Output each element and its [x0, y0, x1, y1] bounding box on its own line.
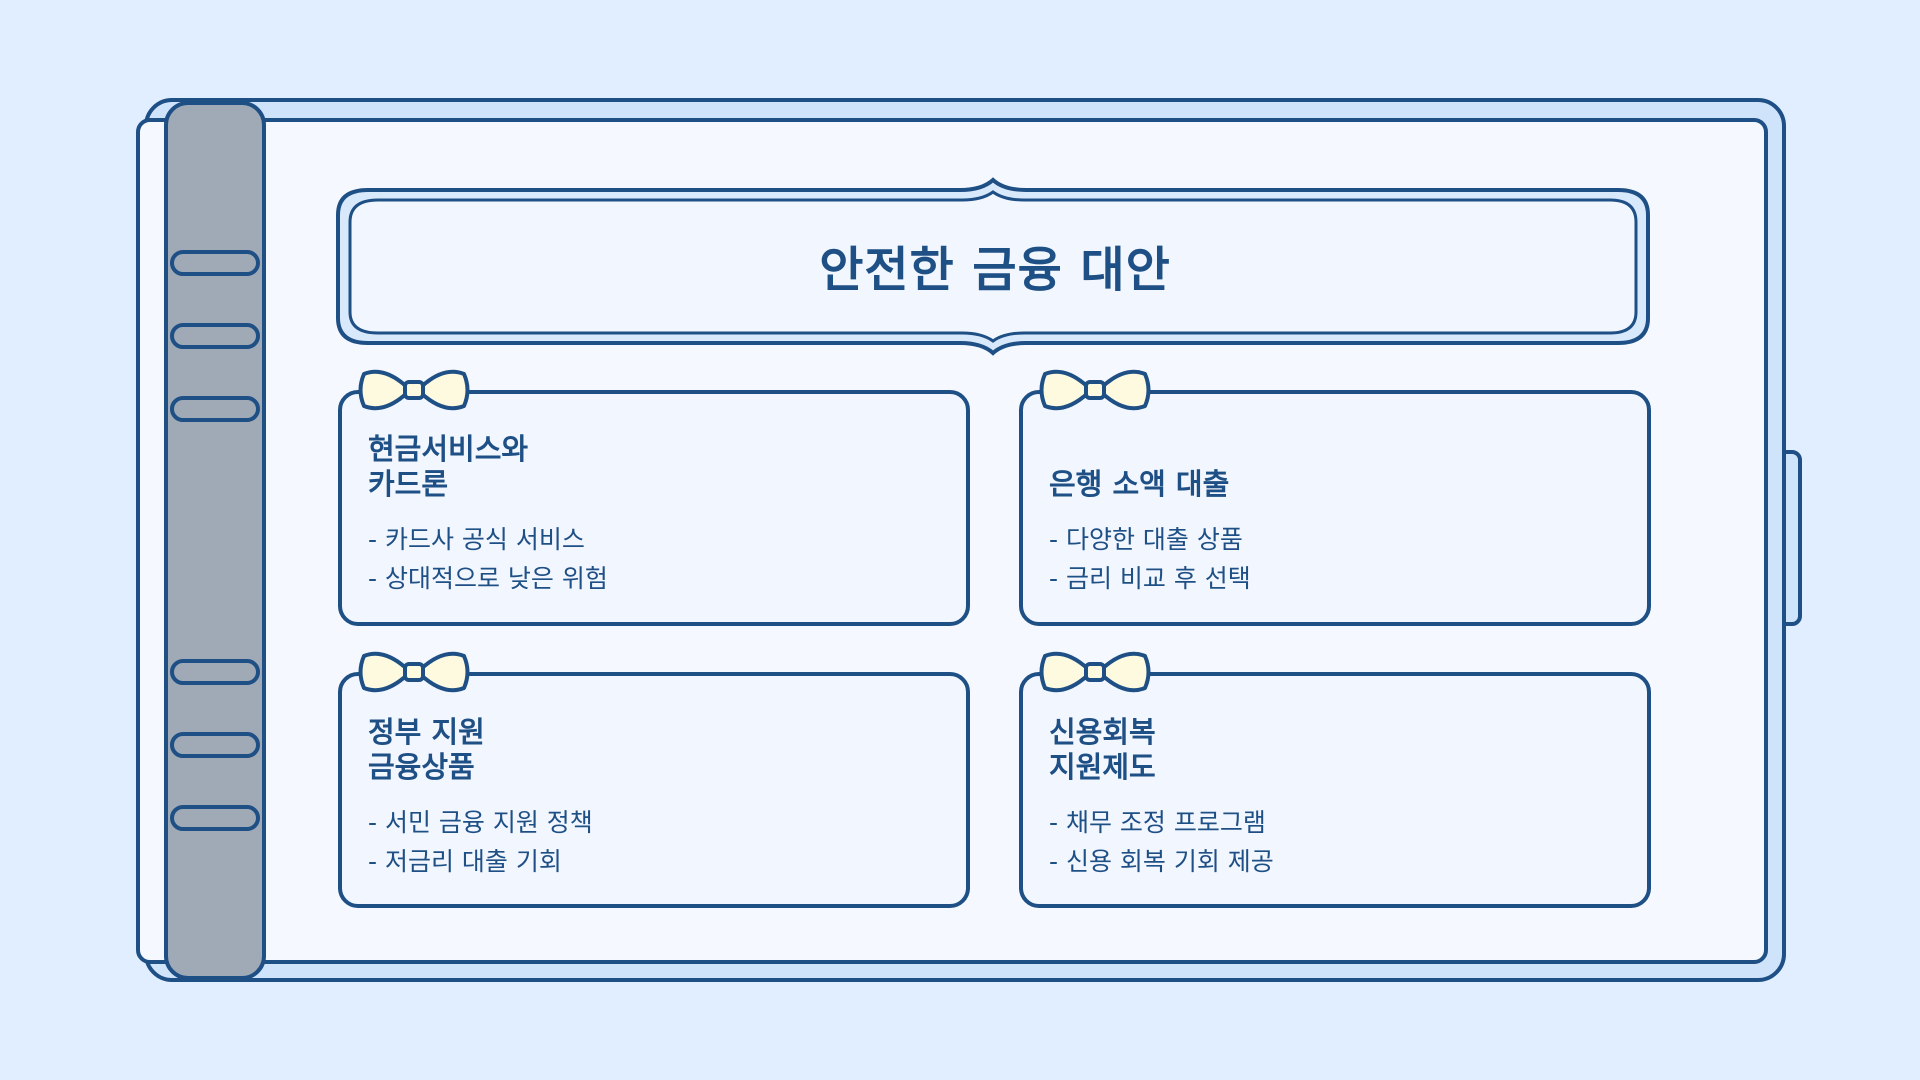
card-box	[338, 390, 970, 626]
card-credit-recovery: 신용회복 지원제도 - 채무 조정 프로그램 - 신용 회복 기회 제공	[1049, 715, 1629, 881]
list-item: - 신용 회복 기회 제공	[1049, 847, 1274, 876]
card-list: - 채무 조정 프로그램 - 신용 회복 기회 제공	[1049, 803, 1629, 881]
card-cash-service: 현금서비스와 카드론 - 카드사 공식 서비스 - 상대적으로 낮은 위험	[368, 432, 948, 598]
card-list: - 서민 금융 지원 정책 - 저금리 대출 기회	[368, 803, 948, 881]
binder-rings	[170, 250, 260, 831]
binder-ring-icon	[170, 250, 260, 276]
card-list: - 카드사 공식 서비스 - 상대적으로 낮은 위험	[368, 520, 948, 598]
list-item: - 금리 비교 후 선택	[1049, 564, 1251, 593]
list-item: - 저금리 대출 기회	[368, 847, 562, 876]
binder-ring-icon	[170, 396, 260, 422]
card-list: - 다양한 대출 상품 - 금리 비교 후 선택	[1049, 520, 1629, 598]
card-bank-loan: 은행 소액 대출 - 다양한 대출 상품 - 금리 비교 후 선택	[1049, 467, 1629, 598]
card-box	[338, 672, 970, 908]
card-box	[1019, 672, 1651, 908]
card-heading: 현금서비스와 카드론	[368, 432, 529, 501]
list-item: - 채무 조정 프로그램	[1049, 808, 1266, 837]
list-item: - 상대적으로 낮은 위험	[368, 564, 608, 593]
card-box	[1019, 390, 1651, 626]
page-title: 안전한 금융 대안	[819, 242, 1171, 298]
list-item: - 다양한 대출 상품	[1049, 525, 1243, 554]
binder-ring-icon	[170, 323, 260, 349]
binder-ring-icon	[170, 732, 260, 758]
bow-icon	[358, 651, 470, 693]
card-heading: 은행 소액 대출	[1049, 467, 1230, 501]
binder-ring-icon	[170, 659, 260, 685]
title-frame	[336, 177, 1650, 356]
bow-icon	[358, 369, 470, 411]
card-government-support: 정부 지원 금융상품 - 서민 금융 지원 정책 - 저금리 대출 기회	[368, 715, 948, 881]
card-heading: 신용회복 지원제도	[1049, 715, 1156, 784]
list-item: - 서민 금융 지원 정책	[368, 808, 593, 837]
binder-ring-icon	[170, 805, 260, 831]
card-heading: 정부 지원 금융상품	[368, 715, 485, 784]
bow-icon	[1039, 369, 1151, 411]
ring-binder-spine	[164, 101, 266, 980]
list-item: - 카드사 공식 서비스	[368, 525, 585, 554]
bow-icon	[1039, 651, 1151, 693]
